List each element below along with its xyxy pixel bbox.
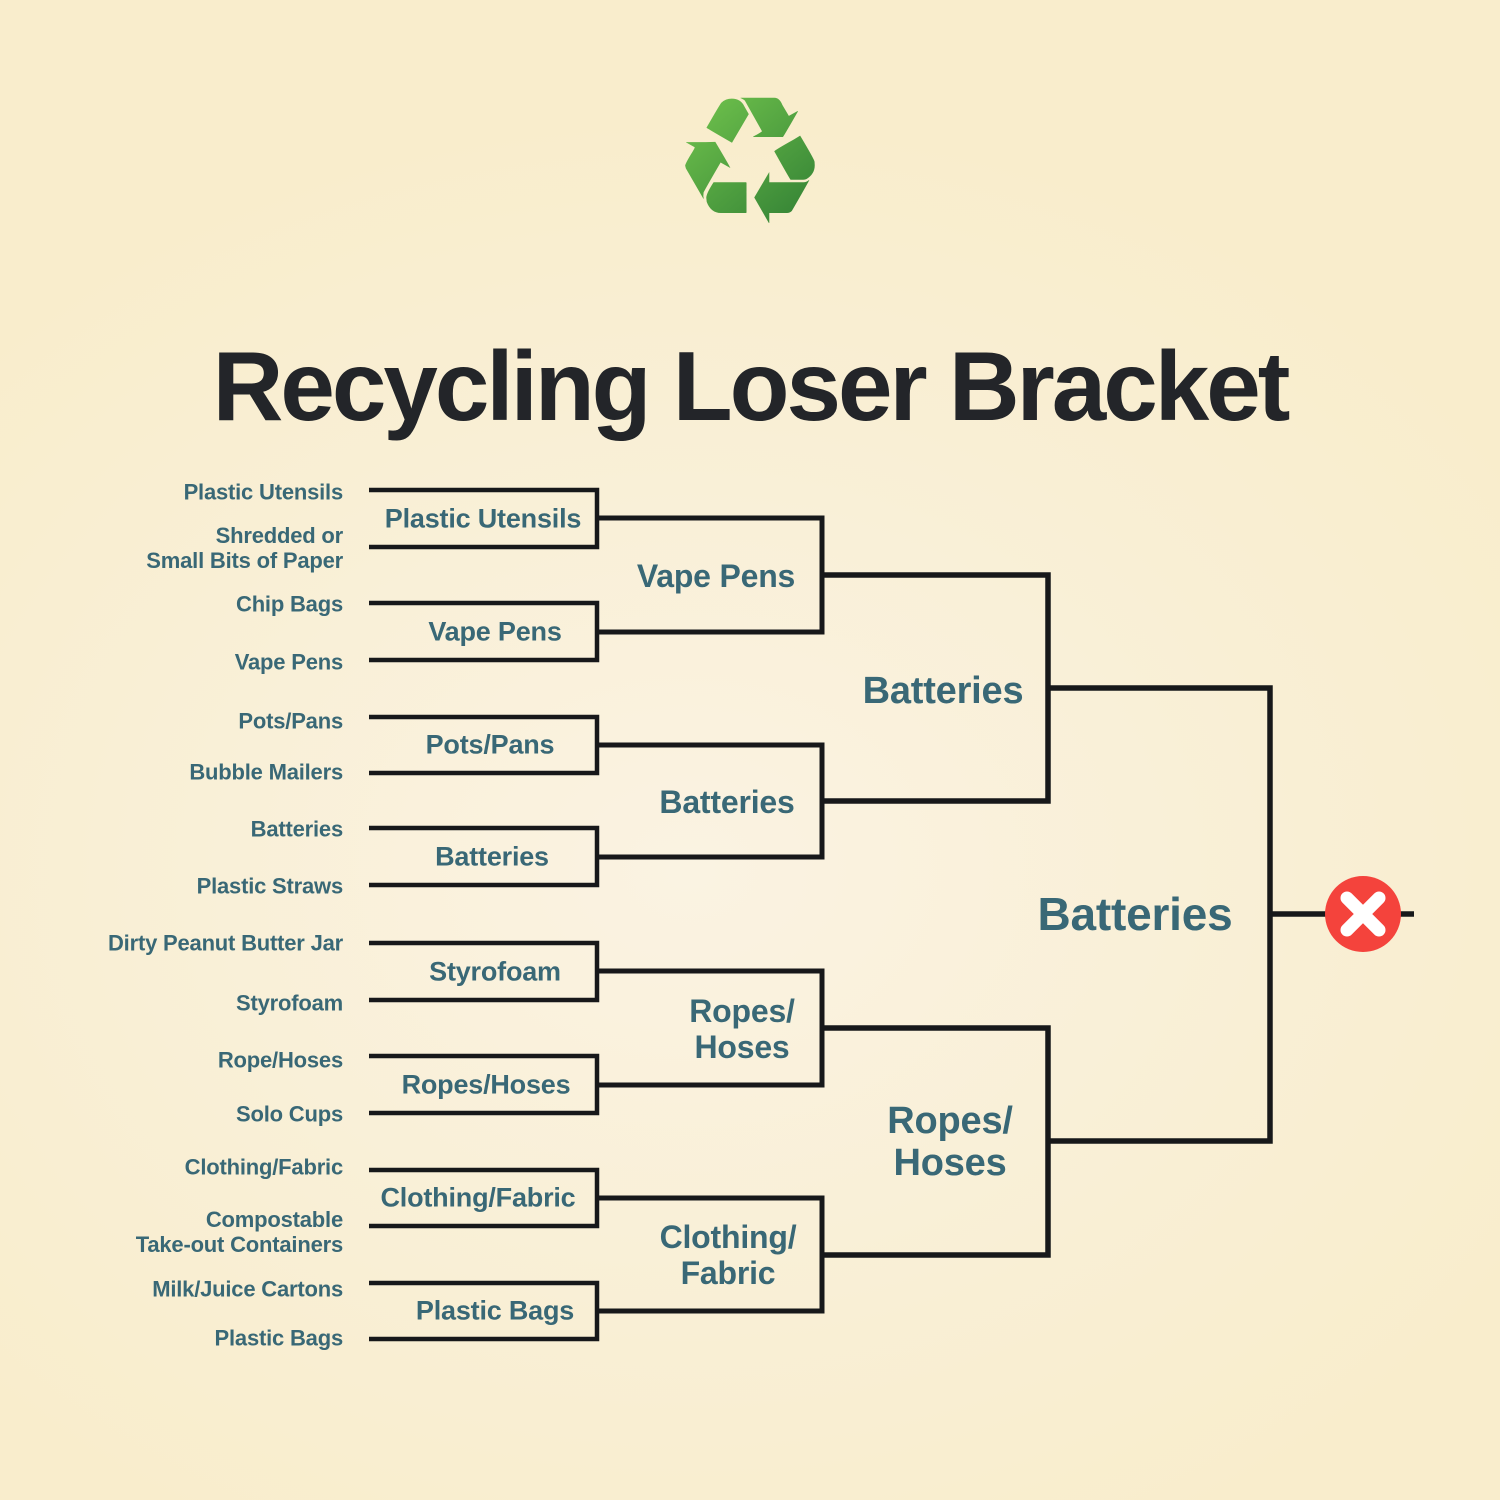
entrant-label: Rope/Hoses <box>217 1047 343 1073</box>
entrant-label: Plastic Bags <box>214 1325 344 1351</box>
entrant-label: Plastic Straws <box>196 873 344 899</box>
round3-winner-label: Batteries <box>862 670 1024 712</box>
entrant-label-line: Compostable <box>205 1207 343 1232</box>
entrant-label: Clothing/Fabric <box>184 1154 344 1180</box>
champion-label: Batteries <box>1037 888 1233 940</box>
recycling-icon: ♻ <box>600 62 900 262</box>
x-circle-icon <box>1325 876 1401 952</box>
page-title: Recycling Loser Bracket <box>212 330 1291 441</box>
round2-winner-label: Batteries <box>659 784 795 820</box>
x-glyph <box>1340 891 1386 937</box>
round1-winner-label: Batteries <box>435 841 549 872</box>
entrant-label: Chip Bags <box>236 591 343 617</box>
round3-winner-label: Ropes/ Hoses <box>887 1100 1013 1184</box>
round1-winner-label: Clothing/Fabric <box>380 1182 576 1213</box>
round2-winner-line: Clothing/ <box>659 1219 797 1255</box>
round2-winner-label: Vape Pens <box>636 558 796 594</box>
entrant-label: Shredded or Small Bits of Paper <box>146 523 343 573</box>
round1-winner-label: Plastic Utensils <box>384 503 582 534</box>
round1-winner-label: Vape Pens <box>428 616 562 647</box>
entrant-label: Batteries <box>250 816 344 842</box>
round1-winner-label: Ropes/Hoses <box>401 1069 571 1100</box>
entrant-label-line: Take-out Containers <box>135 1232 343 1257</box>
entrant-label: Dirty Peanut Butter Jar <box>107 930 343 956</box>
round2-winner-line: Fabric <box>680 1255 776 1291</box>
entrant-label: Solo Cups <box>236 1101 343 1127</box>
entrant-label: Bubble Mailers <box>189 759 343 785</box>
entrant-label: Pots/Pans <box>238 708 343 734</box>
round1-winner-label: Plastic Bags <box>415 1295 575 1326</box>
entrant-label: Milk/Juice Cartons <box>152 1276 343 1302</box>
round3-winner-line: Ropes/ <box>887 1100 1013 1142</box>
entrant-label: Vape Pens <box>234 649 343 675</box>
round2-connectors <box>597 515 825 1314</box>
entrant-label: Styrofoam <box>236 990 343 1016</box>
round2-winner-line: Hoses <box>694 1029 790 1065</box>
round2-winner-label: Clothing/ Fabric <box>660 1219 797 1291</box>
round2-winner-label: Ropes/ Hoses <box>689 993 795 1065</box>
entrant-label: Compostable Take-out Containers <box>136 1207 343 1257</box>
round1-winner-label: Pots/Pans <box>425 729 555 760</box>
round2-winner-line: Ropes/ <box>689 993 795 1029</box>
round3-winner-line: Hoses <box>893 1142 1007 1184</box>
entrant-label: Plastic Utensils <box>183 479 344 505</box>
round1-winner-label: Styrofoam <box>429 956 561 987</box>
entrant-label-line: Small Bits of Paper <box>146 548 343 573</box>
entrant-label-line: Shredded or <box>215 523 344 548</box>
